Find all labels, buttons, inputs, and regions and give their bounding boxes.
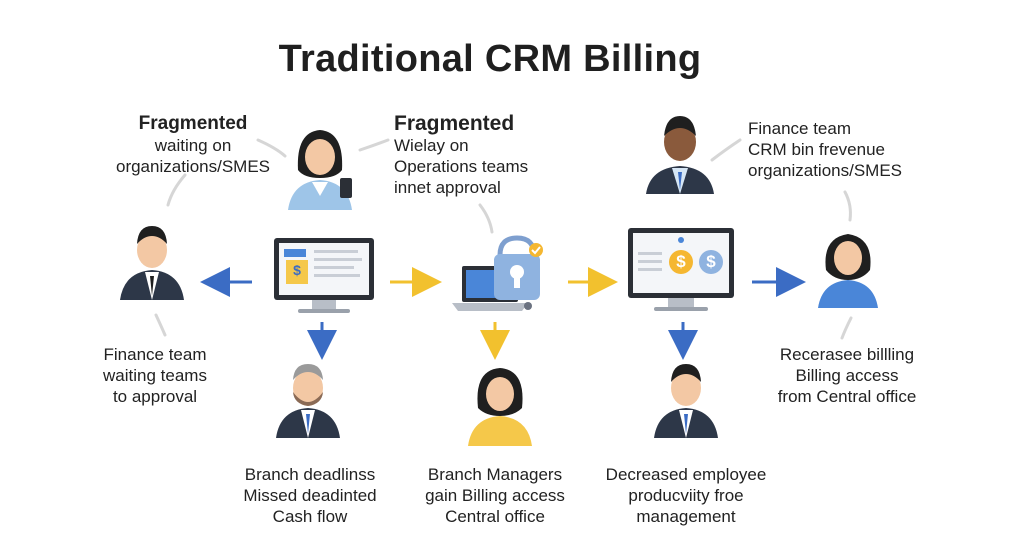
label-bottom-3: Decreased employee producviity froe mana… xyxy=(596,464,776,527)
label-line: waiting teams xyxy=(103,366,207,385)
flow-arrows xyxy=(200,267,806,360)
label-top-center: Fragmented Wielay on Operations teams in… xyxy=(394,112,564,198)
person-avatar-woman xyxy=(818,234,878,308)
label-line: CRM bin frevenue xyxy=(748,140,886,159)
label-line: Cash flow xyxy=(272,507,348,526)
connector-curve xyxy=(843,190,852,222)
label-line: Finance team xyxy=(748,119,851,138)
label-line: Wielay on xyxy=(394,136,469,155)
label-line: Missed deadinted xyxy=(243,486,377,505)
label-line: Branch deadlinss xyxy=(244,465,376,484)
label-bottom-1: Branch deadlinss Missed deadinted Cash f… xyxy=(228,464,392,527)
label-line: Operations teams xyxy=(394,157,529,176)
label-line: Branch Managers xyxy=(427,465,563,484)
label-left: Finance team waiting teams to approval xyxy=(80,344,230,407)
label-line: organizations/SMES xyxy=(115,157,271,176)
label-line: Decreased employee xyxy=(605,465,767,484)
person-avatar-man xyxy=(654,364,718,438)
label-line: Billing access xyxy=(795,366,899,385)
label-bottom-2: Branch Managers gain Billing access Cent… xyxy=(410,464,580,527)
monitor-icon xyxy=(628,228,734,311)
connector-curve xyxy=(840,316,853,340)
connector-curve xyxy=(166,173,187,207)
label-line: Central office xyxy=(445,507,545,526)
label-heading: Fragmented xyxy=(138,113,248,134)
connector-curves xyxy=(154,138,853,340)
connector-curve xyxy=(478,203,494,234)
label-line: producviity froe xyxy=(628,486,744,505)
person-avatar-man xyxy=(120,226,184,300)
label-line: Finance team xyxy=(103,345,207,364)
label-line: Recerasee billling xyxy=(779,345,915,364)
label-line: organizations/SMES xyxy=(748,161,903,180)
coin-icon: $ xyxy=(676,252,686,271)
label-line: to approval xyxy=(112,387,198,406)
label-line: gain Billing access xyxy=(425,486,565,505)
label-line: waiting on xyxy=(154,136,232,155)
label-line: management xyxy=(636,507,736,526)
person-avatar-woman xyxy=(468,368,532,446)
connector-curve xyxy=(256,138,287,158)
monitor-icon xyxy=(274,238,374,313)
person-avatar-woman-phone xyxy=(288,130,352,210)
label-top-right: Finance team CRM bin frevenue organizati… xyxy=(748,118,928,181)
person-avatar-man xyxy=(646,116,714,194)
person-avatar-man-beard xyxy=(276,364,340,438)
label-line: innet approval xyxy=(394,178,501,197)
diagram-title: Traditional CRM Billing xyxy=(278,38,702,80)
label-line: from Central office xyxy=(777,387,917,406)
lock-icon xyxy=(494,235,543,310)
connector-curve xyxy=(154,313,167,337)
label-heading: Fragmented xyxy=(394,112,515,135)
connector-curve xyxy=(358,138,390,152)
connector-curve xyxy=(710,138,742,162)
label-right: Recerasee billling Billing access from C… xyxy=(762,344,932,407)
dollar-badge-icon: $ xyxy=(293,262,301,278)
coin-icon: $ xyxy=(706,252,716,271)
label-top-left: Fragmented waiting on organizations/SMES xyxy=(108,112,278,177)
